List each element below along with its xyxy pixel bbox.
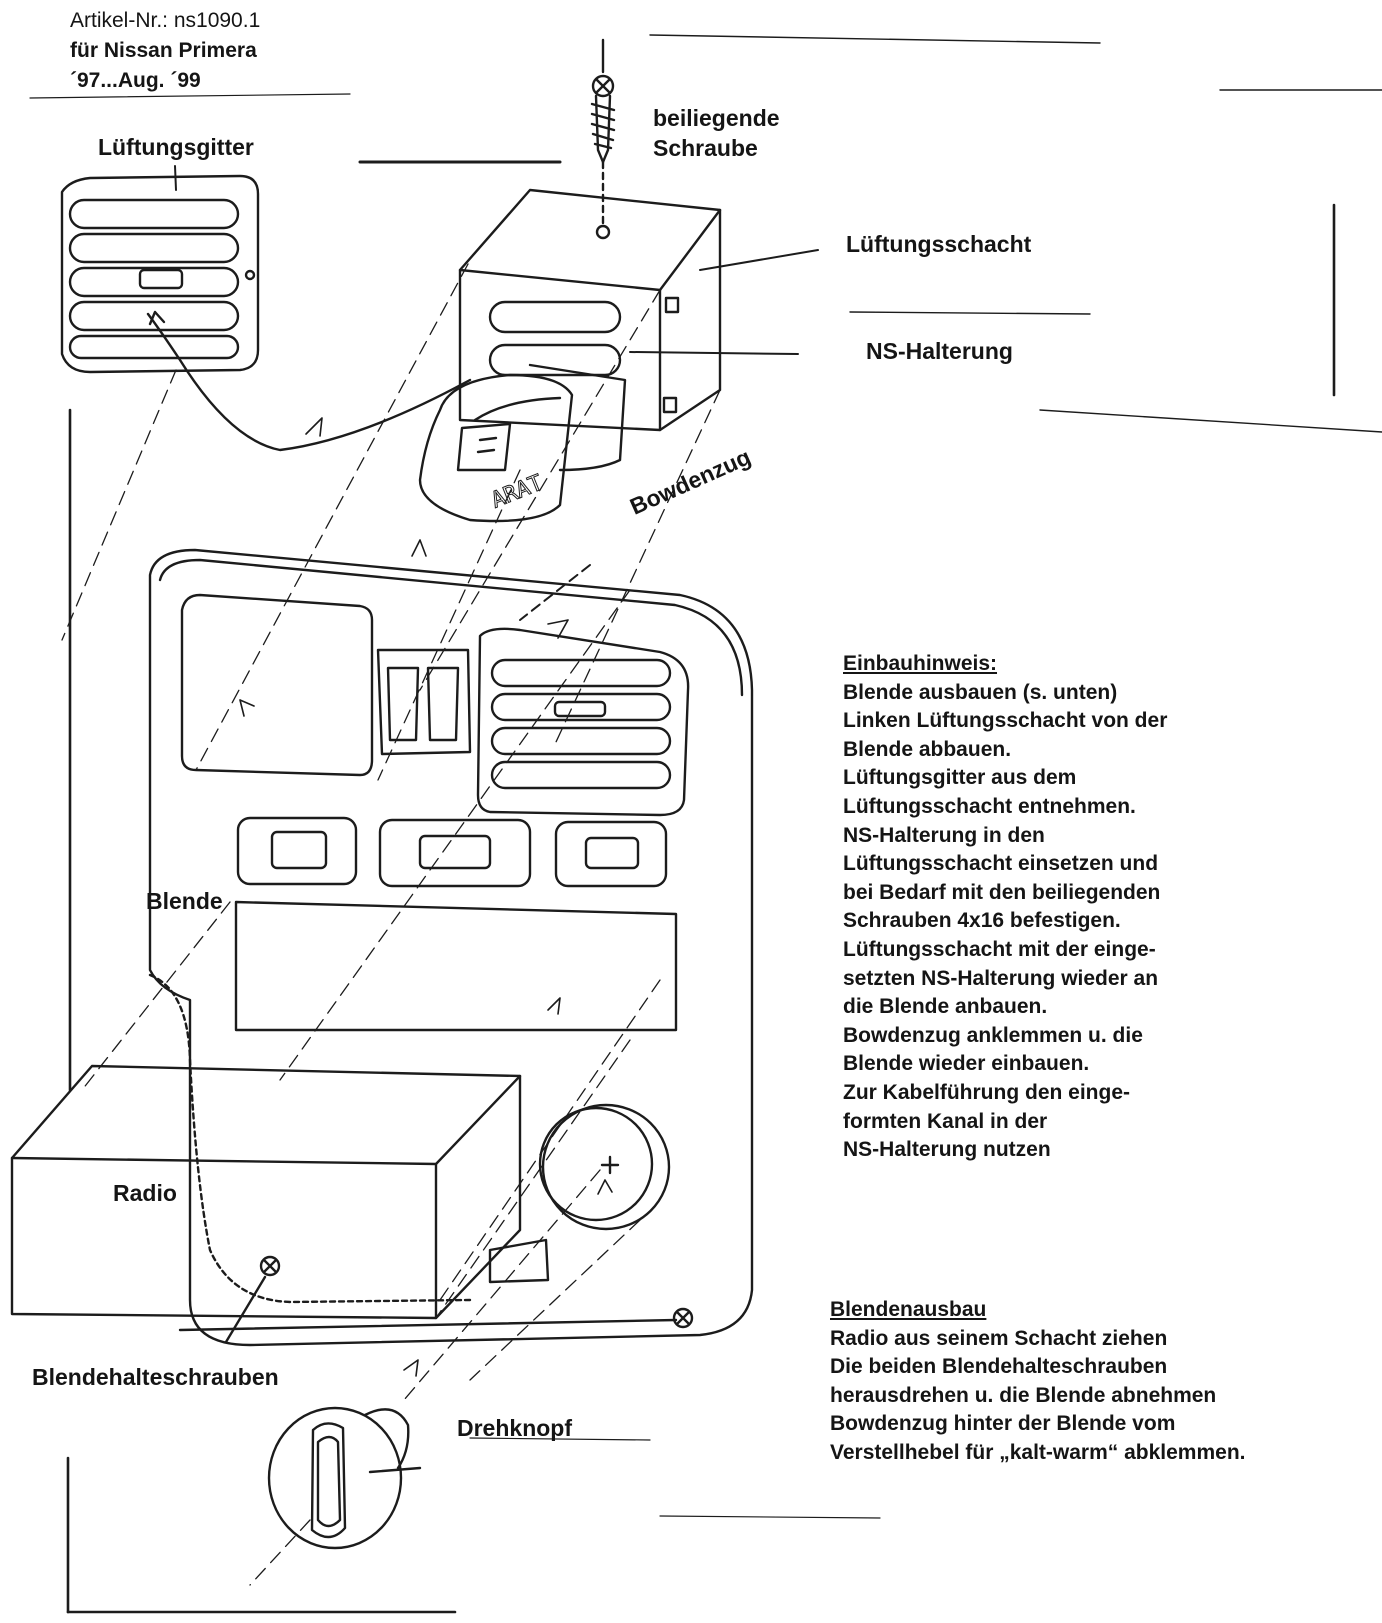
- border-lines: [29, 34, 1382, 1614]
- note-line: Lüftungsschacht mit der einge-: [843, 937, 1156, 961]
- installation-heading: Einbauhinweis:: [843, 652, 998, 675]
- removal-heading: Blendenausbau: [830, 1298, 987, 1321]
- screw-label: beiliegende Schraube: [653, 103, 780, 163]
- vehicle-model: für Nissan Primera: [70, 39, 257, 62]
- screw-icon: [590, 38, 616, 240]
- article-number: Artikel-Nr.: ns1090.1: [70, 9, 261, 32]
- note-line: Lüftungsschacht einsetzen und: [843, 852, 1159, 876]
- note-line: Lüftungsgitter aus dem: [843, 766, 1077, 790]
- dashboard-panel-drawing: [148, 548, 754, 1347]
- grille-label: Lüftungsgitter: [98, 134, 254, 160]
- note-line: Lüftungsschacht entnehmen.: [843, 794, 1136, 818]
- assembly-guide-lines: [61, 263, 721, 1586]
- note-line: Blende wieder einbauen.: [843, 1052, 1090, 1076]
- holder-label: NS-Halterung: [866, 338, 1013, 364]
- knob-label: Drehknopf: [457, 1415, 572, 1441]
- note-line: die Blende anbauen.: [843, 995, 1048, 1019]
- note-line: Die beiden Blendehalteschrauben: [830, 1355, 1168, 1379]
- screw-label-line-1: beiliegende: [653, 105, 780, 131]
- ventilation-grille-drawing: [60, 174, 472, 452]
- panel-label: Blende: [146, 888, 223, 914]
- note-line: Radio aus seinem Schacht ziehen: [830, 1326, 1168, 1350]
- note-line: Bowdenzug hinter der Blende vom: [830, 1412, 1176, 1436]
- screw-label-line-2: Schraube: [653, 135, 758, 161]
- callout-lines: [174, 165, 819, 621]
- installation-steps: Blende ausbauen (s. unten) Linken Lüftung…: [843, 679, 1167, 1165]
- note-line: bei Bedarf mit den beiliegenden: [843, 880, 1161, 904]
- rotary-knob-drawing: [267, 1406, 422, 1550]
- note-line: Linken Lüftungsschacht von der: [843, 709, 1168, 733]
- note-line: Bowdenzug anklemmen u. die: [843, 1023, 1143, 1047]
- installation-notes: Einbauhinweis: Blende ausbauen (s. unten…: [843, 650, 1167, 1165]
- note-line: formten Kanal in der: [843, 1109, 1048, 1133]
- screws-label: Blendehalteschrauben: [32, 1364, 279, 1390]
- ventilation-duct-drawing: [458, 188, 722, 432]
- note-line: Blende ausbauen (s. unten): [843, 680, 1118, 704]
- duct-label: Lüftungsschacht: [846, 231, 1032, 257]
- note-line: NS-Halterung nutzen: [843, 1138, 1051, 1162]
- note-line: NS-Halterung in den: [843, 823, 1045, 847]
- arrow-heads: [239, 417, 613, 1377]
- model-years: ´97...Aug. ´99: [70, 69, 201, 92]
- note-line: Schrauben 4x16 befestigen.: [843, 909, 1121, 933]
- radio-label: Radio: [113, 1180, 177, 1206]
- header: Artikel-Nr.: ns1090.1 für Nissan Primera…: [70, 6, 260, 96]
- note-line: Blende abbauen.: [843, 737, 1012, 761]
- removal-notes: Blendenausbau Radio aus seinem Schacht z…: [830, 1296, 1246, 1468]
- holder-drawing: [418, 363, 627, 523]
- radio-drawing: [10, 973, 678, 1344]
- note-line: herausdrehen u. die Blende abnehmen: [830, 1383, 1217, 1407]
- note-line: Zur Kabelführung den einge-: [843, 1080, 1130, 1104]
- note-line: Verstellhebel für „kalt-warm“ abklemmen.: [830, 1440, 1246, 1464]
- note-line: setzten NS-Halterung wieder an: [843, 966, 1159, 990]
